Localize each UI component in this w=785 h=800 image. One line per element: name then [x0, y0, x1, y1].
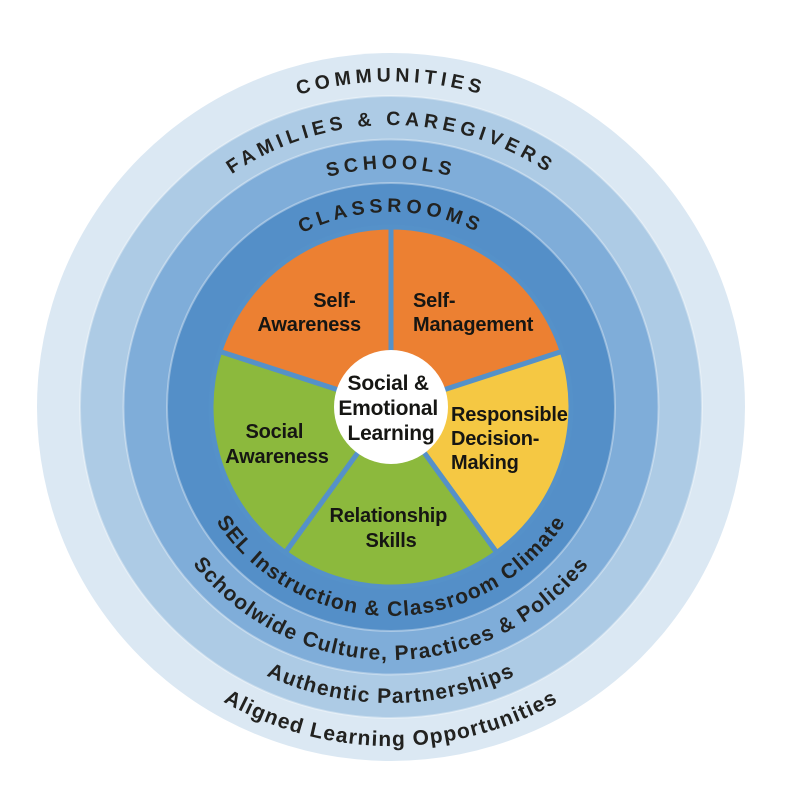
label-relationship-line2: Skills	[365, 530, 416, 552]
label-responsible-decision-making: Responsible Decision- Making	[451, 404, 573, 474]
label-self-management-line1: Self-	[413, 290, 455, 312]
wedge-self-awareness	[217, 224, 394, 410]
center-label: Social & Emotional Learning	[338, 372, 443, 445]
wedge-self-management	[388, 224, 565, 410]
label-self-awareness-line1: Self-	[313, 290, 355, 312]
center-label-line3: Learning	[347, 422, 434, 445]
label-social-awareness-line1: Social	[245, 421, 303, 443]
center-label-line1: Social &	[348, 372, 429, 395]
label-social-awareness: Social Awareness	[225, 421, 329, 468]
label-self-management-line2: Management	[413, 314, 534, 336]
label-self-management: Self- Management	[413, 290, 534, 336]
center-label-line2: Emotional	[338, 397, 438, 420]
label-social-awareness-line2: Awareness	[225, 446, 329, 468]
label-relationship-skills: Relationship Skills	[330, 505, 453, 552]
label-self-awareness: Self- Awareness	[258, 290, 362, 336]
label-responsible-line3: Making	[451, 452, 519, 474]
label-self-awareness-line2: Awareness	[258, 314, 362, 336]
center-circle	[334, 350, 448, 464]
label-relationship-line1: Relationship	[330, 505, 448, 527]
label-responsible-line2: Decision-	[451, 428, 539, 450]
wedge-relationship-skills	[282, 404, 500, 590]
label-responsible-line1: Responsible	[451, 404, 568, 426]
